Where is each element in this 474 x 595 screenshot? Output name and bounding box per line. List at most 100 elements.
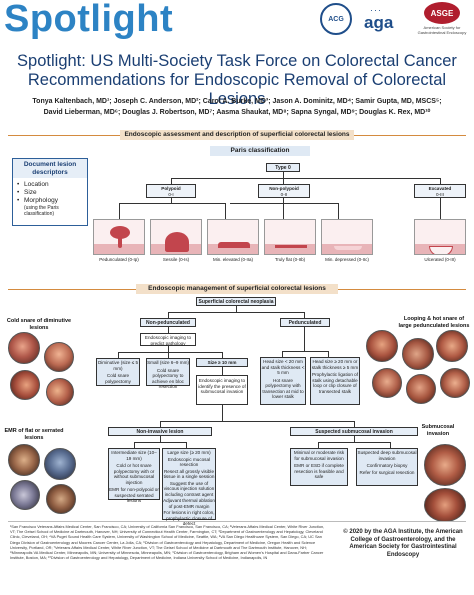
endoscopy-photo [46,378,74,406]
connector [119,203,120,219]
affiliations-footnotes: ¹San Francisco Veterans Affairs Medical … [10,524,325,561]
endoscopy-photo [436,330,468,362]
descriptors-heading: Document lesion descriptors [13,159,87,178]
root-neoplasia-box: Superficial colorectal neoplasia [196,297,276,306]
endoscopy-photo [402,338,434,370]
connector [160,421,354,422]
suspected-invasion-box: Suspected submucosal invasion [290,427,418,436]
connector [283,203,284,219]
connector [171,178,172,184]
type0-box: Type 0 [266,163,300,172]
descriptor-item: Morphology [16,197,84,205]
endoscopy-photo [10,480,40,510]
minimal-risk-box: Minimal or moderate risk for submucosal … [290,448,348,486]
connector [282,351,283,357]
photo-caption: Submucosal invasion [421,424,455,437]
connector [119,203,225,204]
descriptor-item: Size [16,189,84,197]
connector [318,442,390,443]
connector [283,198,284,203]
ulcerated-illustration [414,219,466,255]
nonpedunculated-box: Non-pedunculated [140,318,196,327]
endoscopy-photo [372,368,402,398]
noninvasive-box: Non-invasive lesion [108,427,212,436]
size10-box: Size ≥ 10 mm [196,358,248,367]
author-line: Tonya Kaltenbach, MD¹; Joseph C. Anderso… [32,98,442,105]
section1-heading: Endoscopic assessment and description of… [120,130,354,140]
connector [440,198,441,219]
connector [171,178,441,179]
morphology-caption: Pedunculated (0-Ip) [99,257,139,262]
endoscopy-photo [44,342,74,372]
connector [186,442,187,448]
morphology-caption: Sessile (0-Is) [162,257,190,262]
connector [168,312,169,318]
connector [168,327,169,333]
connector [354,436,355,442]
small-lesion-box: Small (size 6–9 mm) Cold snare polypecto… [146,358,190,389]
diminutive-box: Diminutive (size ≤ 5 mm) Cold snare poly… [96,358,140,386]
size10-imaging-box: Endoscopic imaging to identify the prese… [196,375,248,405]
acg-logo: ACG [320,3,352,35]
footer-rule [8,521,466,522]
photo-caption: Cold snare of diminutive lesions [6,318,72,331]
connector [304,312,305,318]
photo-caption: EMR of flat or serrated lesions [4,428,64,441]
intermediate-size-box: Intermediate size (10–19 mm) Cold or hot… [108,448,160,503]
morphology-caption: Min. depressed (0-IIc) [325,257,369,262]
brand-title: Spotlight [4,0,174,40]
endoscopy-photo [46,484,76,514]
endoscopy-photo [366,330,398,362]
morphology-caption: Ulcerated (0-III) [424,257,456,262]
connector [168,312,304,313]
connector [304,327,305,351]
endoscopy-photo [406,374,436,404]
connector [134,442,186,443]
ped-large-box: Head size ≥ 20 mm or stalk thickness ≥ 5… [310,357,360,405]
paris-classification-bar: Paris classification [210,146,310,156]
truly-flat-illustration [264,219,316,255]
asge-logo: ASGE American Society for Gastrointestin… [414,2,470,36]
endoscopy-photo [440,368,470,398]
endoscopy-photo [424,488,466,522]
morphology-caption: Truly flat (0-IIb) [274,257,306,262]
connector [134,442,135,448]
section2-heading: Endoscopic management of superficial col… [136,284,338,294]
connector [222,405,223,421]
connector [222,367,223,375]
connector [283,172,284,178]
connector [168,346,169,352]
connector [222,352,223,358]
endoscopy-photo [8,444,40,476]
lesion-descriptors-box: Document lesion descriptors Location Siz… [12,158,88,226]
connector [230,203,338,204]
connector [160,436,161,442]
connector [118,352,119,358]
author-list: Tonya Kaltenbach, MD¹; Joseph C. Anderso… [0,97,474,118]
connector [160,421,161,427]
connector [282,351,328,352]
endoscopy-photo [44,448,76,480]
connector [225,203,226,219]
descriptor-item: Location [16,181,84,189]
connector [338,203,339,219]
pedunculated-illustration [93,219,145,255]
morphology-caption: Min. elevated (0-IIa) [212,257,254,262]
endoscopy-photo [10,370,40,400]
connector [354,421,355,427]
photo-caption: Looping & hot snare of large pedunculate… [398,316,470,329]
pedunculated-box: Pedunculated [280,318,330,327]
connector [168,352,169,358]
connector [318,442,319,448]
connector [440,178,441,184]
ped-small-box: Head size < 20 mm and stalk thickness < … [260,357,306,405]
header: Spotlight ACG ··· aga ASGE American Soci… [0,0,474,40]
copyright-notice: © 2020 by the AGA Institute, the America… [343,529,463,558]
morphology-note: (using the Paris classification) [24,205,59,217]
page-title: Spotlight: US Multi-Society Task Force o… [17,52,457,108]
imaging-box: Endoscopic imaging to predict pathology [140,333,196,346]
endoscopy-photo [8,332,40,364]
min-elevated-illustration [207,219,259,255]
